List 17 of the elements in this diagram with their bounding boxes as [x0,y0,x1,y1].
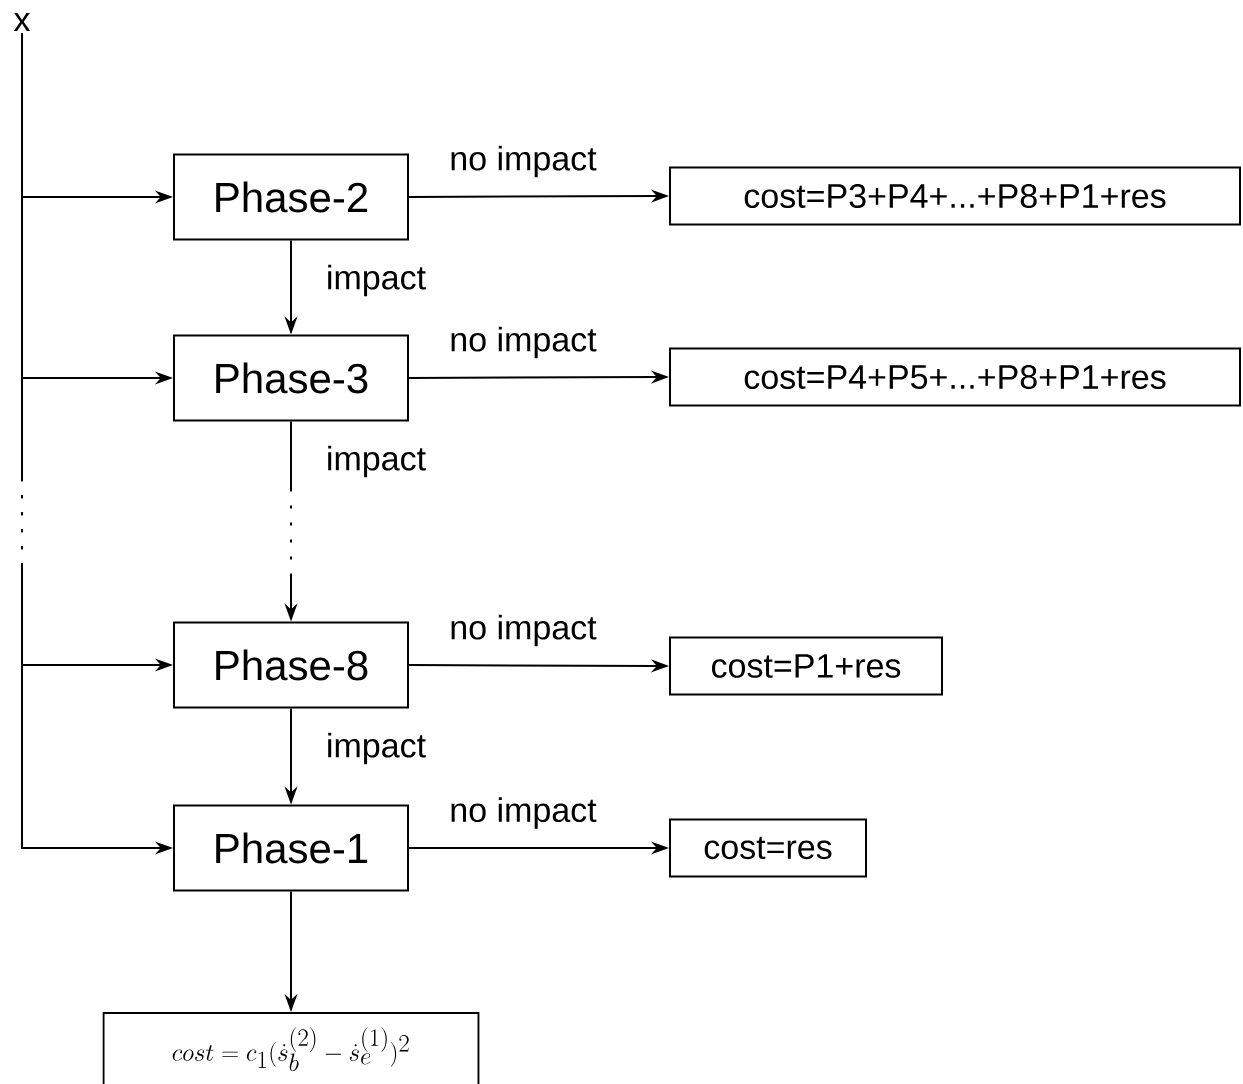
edge-label: impact [328,732,426,765]
cost-box: cost=P4+P5+...+P8+P1+res [669,347,1241,407]
formula-box: $cost = c_1(\dot{s}_b^{(2)} - \dot{s}_e^{(1)})^2$ [102,1012,480,1084]
phase-box: Phase-2 [173,153,409,241]
input-label: x [13,13,31,31]
edge-label: no impact [451,326,597,359]
edge-label: impact [328,445,426,478]
edge-label: no impact [451,797,597,829]
phase-box: Phase-3 [173,334,409,422]
edge-label: no impact [451,145,597,178]
cost-box: cost=res [669,818,867,878]
edge-label: no impact [451,614,597,647]
phase-box: Phase-8 [173,621,409,709]
cost-box: cost=P1+res [669,636,943,696]
edge-label: impact [328,264,426,297]
phase-box: Phase-1 [173,804,409,892]
cost-box: cost=P3+P4+...+P8+P1+res [669,166,1241,226]
